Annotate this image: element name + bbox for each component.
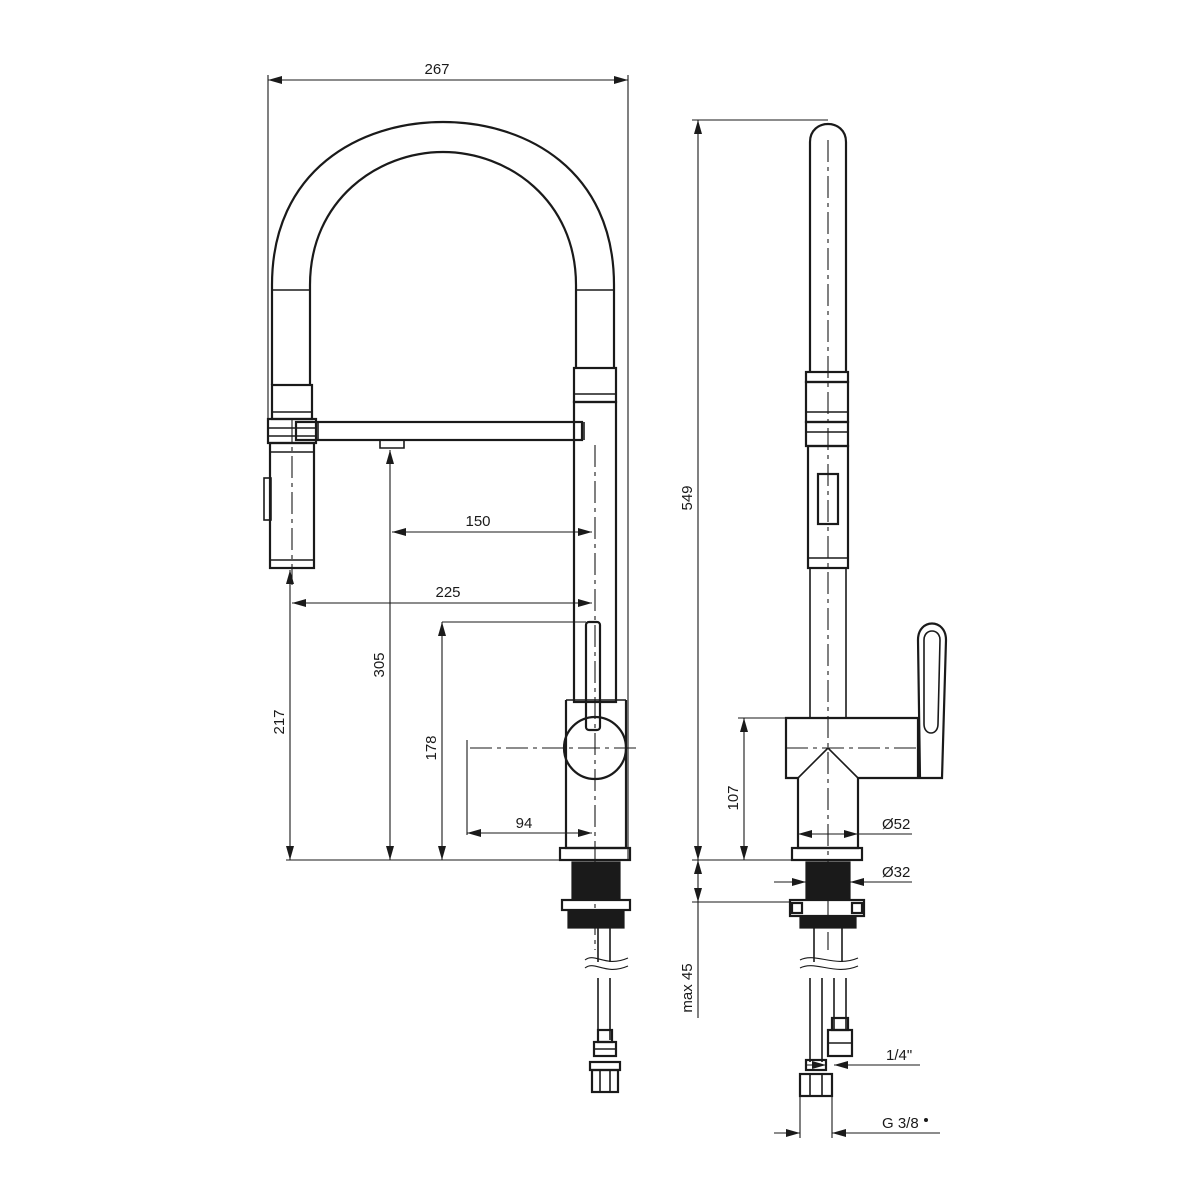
dim-spout-height: 305 <box>371 450 394 860</box>
dim-spray-height-label: 217 <box>271 709 288 734</box>
side-threaded-shank <box>788 861 866 929</box>
dim-body-height-label: 107 <box>725 785 742 810</box>
side-view: 549 107 Ø52 Ø32 <box>679 119 948 1138</box>
front-view: 267 150 225 305 217 <box>263 61 640 1094</box>
front-spring-arch <box>270 120 616 385</box>
dim-supply-thread-label: G 3/8 <box>882 1115 919 1132</box>
dim-counter-thickness-label: max 45 <box>679 963 696 1012</box>
front-spout-arm <box>294 420 585 449</box>
dim-body-diameter: Ø52 <box>798 816 912 838</box>
dim-supply-thread: G 3/8 <box>774 1096 940 1138</box>
side-spout <box>804 122 850 950</box>
front-lever <box>470 620 640 781</box>
front-spray-head <box>263 383 318 585</box>
front-spring-arch-inner <box>308 150 578 385</box>
dim-body-height: 107 <box>725 717 786 860</box>
dim-spout-height-label: 305 <box>371 652 388 677</box>
dim-lever-height: 178 <box>423 621 586 860</box>
thread-note-dot <box>924 1118 928 1122</box>
dim-lever-height-label: 178 <box>423 735 440 760</box>
front-mixer-body <box>564 699 628 850</box>
dim-hose-connection-label: 1/4" <box>886 1047 912 1064</box>
dim-hose-connection: 1/4" <box>806 1047 920 1069</box>
dim-total-height: 549 <box>679 119 828 860</box>
dim-total-height-label: 549 <box>679 485 696 510</box>
dim-spray-reach: 225 <box>292 584 592 607</box>
side-base-ring <box>790 846 864 862</box>
front-body-column <box>572 366 618 950</box>
front-threaded-shank <box>560 861 632 929</box>
front-base-ring <box>558 846 632 862</box>
dim-total-width-label: 267 <box>424 61 449 78</box>
dim-shank-diameter: Ø32 <box>774 864 912 886</box>
dim-spout-reach: 150 <box>392 513 592 536</box>
dim-counter-thickness: max 45 <box>679 859 792 1018</box>
dim-body-diameter-label: Ø52 <box>882 816 910 833</box>
side-lever <box>916 622 948 780</box>
dim-total-width: 267 <box>267 61 629 860</box>
dim-lever-reach-label: 94 <box>516 815 533 832</box>
side-supply-hoses <box>798 928 859 1098</box>
front-supply-hoses <box>584 928 629 1094</box>
dim-spray-height: 217 <box>271 570 294 860</box>
dim-spray-reach-label: 225 <box>435 584 460 601</box>
dim-shank-diameter-label: Ø32 <box>882 864 910 881</box>
dim-lever-reach: 94 <box>466 740 592 837</box>
dim-spout-reach-label: 150 <box>465 513 490 530</box>
